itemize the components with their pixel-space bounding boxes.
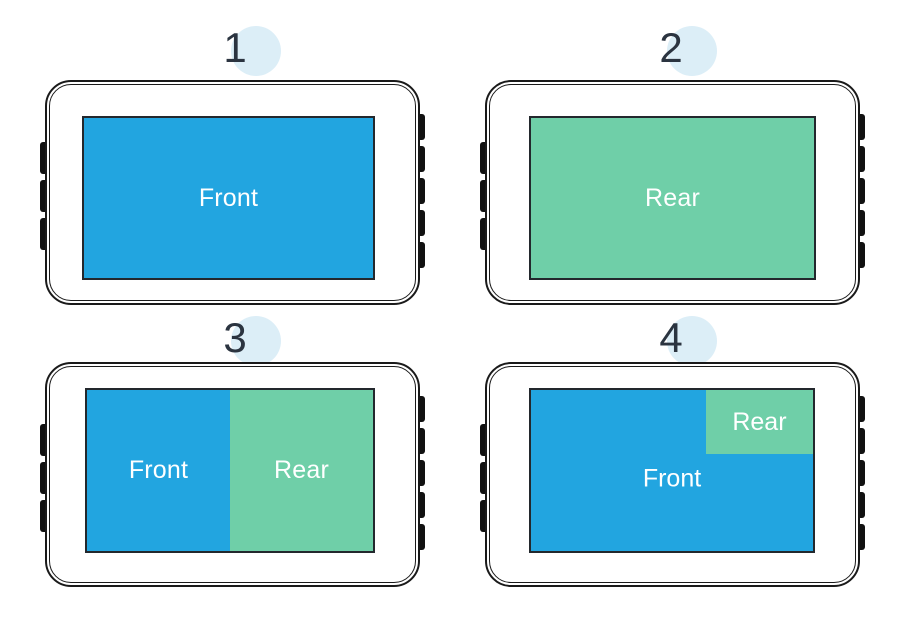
panel-4-badge: 4 [643,310,719,366]
camera-pane-label: Rear [732,407,787,436]
camera-pane-rear[interactable]: Rear [230,390,373,551]
camera-pane-label: Front [198,183,259,212]
camera-pane-rear[interactable]: Rear [531,118,814,278]
tablet-device-1[interactable]: Front [40,80,425,305]
screen-3[interactable]: Front Rear [85,388,375,553]
screen-4[interactable]: Front Rear [529,388,815,553]
panel-2-number: 2 [659,24,683,71]
panel-1-number: 1 [223,24,247,71]
tablet-device-3[interactable]: Front Rear [40,362,425,587]
badge-circle-icon [231,316,281,366]
panel-3-number: 3 [223,314,247,361]
camera-pane-rear-pip[interactable]: Rear [705,390,813,455]
camera-pane-label: Rear [274,456,329,484]
camera-pane-label: Front [128,456,189,484]
camera-pane-label: Front [642,464,702,493]
tablet-device-2[interactable]: Rear [480,80,865,305]
panel-4-number: 4 [659,314,683,361]
camera-pane-label: Rear [645,183,700,212]
screen-2[interactable]: Rear [529,116,816,280]
screen-1[interactable]: Front [82,116,375,280]
camera-pane-front[interactable]: Front [84,118,373,278]
tablet-device-4[interactable]: Front Rear [480,362,865,587]
panel-3-badge: 3 [207,310,283,366]
badge-circle-icon [231,26,281,76]
panel-2-badge: 2 [643,20,719,76]
badge-circle-icon [667,316,717,366]
panel-1-badge: 1 [207,20,283,76]
badge-circle-icon [667,26,717,76]
camera-pane-front[interactable]: Front [87,390,230,551]
